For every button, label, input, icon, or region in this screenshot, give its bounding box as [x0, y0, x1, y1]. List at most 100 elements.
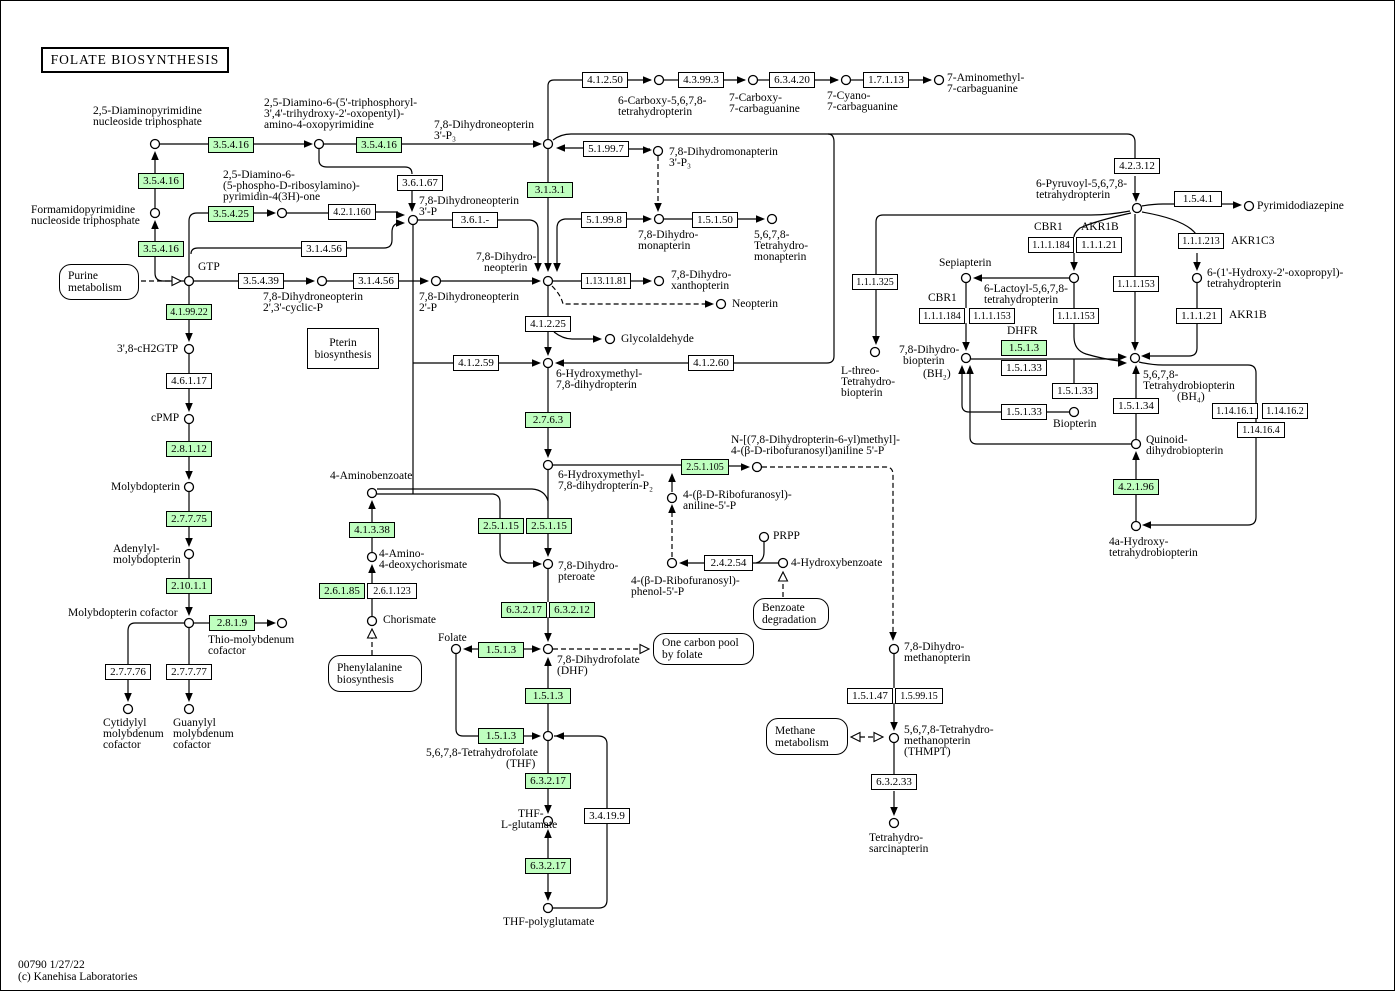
- enzyme-box-3.5.4.16[interactable]: 3.5.4.16: [138, 173, 184, 189]
- enzyme-box-4.1.2.60[interactable]: 4.1.2.60: [688, 355, 734, 371]
- compound-node[interactable]: [666, 492, 678, 504]
- enzyme-box-6.3.2.33[interactable]: 6.3.2.33: [871, 774, 917, 790]
- enzyme-box-1.7.1.13[interactable]: 1.7.1.13: [863, 72, 909, 88]
- enzyme-box-3.5.4.16[interactable]: 3.5.4.16: [356, 137, 402, 153]
- compound-node[interactable]: [542, 902, 554, 914]
- compound-node[interactable]: [366, 615, 378, 627]
- enzyme-box-2.7.7.77[interactable]: 2.7.7.77: [166, 664, 212, 680]
- enzyme-box-6.3.2.17[interactable]: 6.3.2.17: [525, 773, 571, 789]
- enzyme-box-2.6.1.85[interactable]: 2.6.1.85: [319, 583, 365, 599]
- enzyme-box-4.3.99.3[interactable]: 4.3.99.3: [678, 72, 724, 88]
- enzyme-box-3.5.4.25[interactable]: 3.5.4.25: [208, 206, 254, 222]
- compound-node[interactable]: [604, 333, 616, 345]
- compound-node[interactable]: [653, 74, 665, 86]
- compound-node[interactable]: [183, 703, 195, 715]
- enzyme-box-1.5.1.3[interactable]: 1.5.1.3: [478, 642, 524, 658]
- enzyme-box-4.1.2.59[interactable]: 4.1.2.59: [453, 355, 499, 371]
- compound-node[interactable]: [149, 207, 161, 219]
- compound-node[interactable]: [777, 557, 789, 569]
- enzyme-box-1.14.16.4[interactable]: 1.14.16.4: [1237, 422, 1285, 438]
- enzyme-box-1.1.1.21[interactable]: 1.1.1.21: [1176, 308, 1222, 324]
- enzyme-box-2.10.1.1[interactable]: 2.10.1.1: [166, 578, 212, 594]
- compound-node[interactable]: [1130, 438, 1142, 450]
- enzyme-box-3.5.4.16[interactable]: 3.5.4.16: [208, 137, 254, 153]
- compound-node[interactable]: [653, 213, 665, 225]
- compound-node[interactable]: [542, 357, 554, 369]
- enzyme-box-2.8.1.12[interactable]: 2.8.1.12: [166, 441, 212, 457]
- compound-node[interactable]: [1243, 200, 1255, 212]
- enzyme-box-2.5.1.105[interactable]: 2.5.1.105: [681, 459, 729, 475]
- compound-node[interactable]: [276, 207, 288, 219]
- enzyme-box-1.1.1.153[interactable]: 1.1.1.153: [1113, 276, 1159, 292]
- enzyme-box-6.3.2.17[interactable]: 6.3.2.17: [501, 602, 547, 618]
- enzyme-box-2.6.1.123[interactable]: 2.6.1.123: [367, 583, 417, 599]
- compound-node[interactable]: [430, 275, 442, 287]
- enzyme-box-1.5.1.50[interactable]: 1.5.1.50: [692, 212, 738, 228]
- compound-node[interactable]: [840, 74, 852, 86]
- compound-node[interactable]: [751, 461, 763, 473]
- enzyme-box-3.6.1.67[interactable]: 3.6.1.67: [397, 175, 443, 191]
- enzyme-box-1.1.1.153[interactable]: 1.1.1.153: [969, 308, 1015, 324]
- enzyme-box-4.2.3.12[interactable]: 4.2.3.12: [1114, 158, 1160, 174]
- compound-node[interactable]: [869, 346, 881, 358]
- compound-node[interactable]: [652, 145, 664, 157]
- compound-node[interactable]: [542, 459, 554, 471]
- compound-node[interactable]: [366, 551, 378, 563]
- compound-node[interactable]: [715, 298, 727, 310]
- enzyme-box-3.6.1.-[interactable]: 3.6.1.-: [452, 212, 498, 228]
- enzyme-box-1.1.1.213[interactable]: 1.1.1.213: [1178, 233, 1224, 249]
- enzyme-box-6.3.4.20[interactable]: 6.3.4.20: [769, 72, 815, 88]
- enzyme-box-3.1.4.56[interactable]: 3.1.4.56: [353, 273, 399, 289]
- enzyme-box-6.3.2.12[interactable]: 6.3.2.12: [549, 602, 595, 618]
- compound-node[interactable]: [542, 558, 554, 570]
- compound-node[interactable]: [888, 732, 900, 744]
- compound-node[interactable]: [313, 138, 325, 150]
- compound-node[interactable]: [542, 138, 554, 150]
- compound-node[interactable]: [747, 74, 759, 86]
- enzyme-box-1.1.1.21[interactable]: 1.1.1.21: [1076, 237, 1122, 253]
- enzyme-box-3.4.19.9[interactable]: 3.4.19.9: [584, 808, 630, 824]
- enzyme-box-2.4.2.54[interactable]: 2.4.2.54: [704, 555, 753, 571]
- compound-node[interactable]: [366, 487, 378, 499]
- compound-node[interactable]: [1068, 406, 1080, 418]
- enzyme-box-4.2.1.160[interactable]: 4.2.1.160: [328, 204, 376, 220]
- enzyme-box-1.14.16.1[interactable]: 1.14.16.1: [1212, 403, 1258, 419]
- enzyme-box-1.13.11.81[interactable]: 1.13.11.81: [581, 273, 631, 289]
- enzyme-box-1.5.1.33[interactable]: 1.5.1.33: [1001, 360, 1047, 376]
- compound-node[interactable]: [1129, 352, 1141, 364]
- compound-node[interactable]: [183, 343, 195, 355]
- enzyme-box-1.5.4.1[interactable]: 1.5.4.1: [1174, 191, 1222, 207]
- enzyme-box-3.1.3.1[interactable]: 3.1.3.1: [527, 182, 573, 198]
- compound-node[interactable]: [653, 275, 665, 287]
- compound-node[interactable]: [122, 703, 134, 715]
- compound-node[interactable]: [407, 214, 419, 226]
- enzyme-box-1.1.1.153[interactable]: 1.1.1.153: [1053, 308, 1099, 324]
- enzyme-box-4.1.2.50[interactable]: 4.1.2.50: [582, 72, 628, 88]
- compound-node[interactable]: [1131, 202, 1143, 214]
- enzyme-box-1.14.16.2[interactable]: 1.14.16.2: [1262, 403, 1308, 419]
- compound-node[interactable]: [542, 275, 554, 287]
- compound-node[interactable]: [888, 817, 900, 829]
- compound-node[interactable]: [960, 352, 972, 364]
- compound-node[interactable]: [450, 643, 462, 655]
- enzyme-box-4.1.3.38[interactable]: 4.1.3.38: [349, 522, 395, 538]
- enzyme-box-1.5.1.34[interactable]: 1.5.1.34: [1113, 398, 1159, 414]
- enzyme-box-1.5.1.3[interactable]: 1.5.1.3: [525, 688, 571, 704]
- enzyme-box-2.8.1.9[interactable]: 2.8.1.9: [209, 615, 255, 631]
- compound-node[interactable]: [276, 617, 288, 629]
- enzyme-box-3.1.4.56[interactable]: 3.1.4.56: [301, 241, 347, 257]
- enzyme-box-1.1.1.325[interactable]: 1.1.1.325: [852, 274, 898, 290]
- compound-node[interactable]: [666, 557, 678, 569]
- compound-node[interactable]: [1191, 272, 1203, 284]
- enzyme-box-2.7.7.75[interactable]: 2.7.7.75: [166, 511, 212, 527]
- compound-node[interactable]: [542, 730, 554, 742]
- compound-node[interactable]: [542, 815, 554, 827]
- enzyme-box-3.5.4.39[interactable]: 3.5.4.39: [238, 273, 284, 289]
- compound-node[interactable]: [758, 531, 770, 543]
- compound-node[interactable]: [183, 481, 195, 493]
